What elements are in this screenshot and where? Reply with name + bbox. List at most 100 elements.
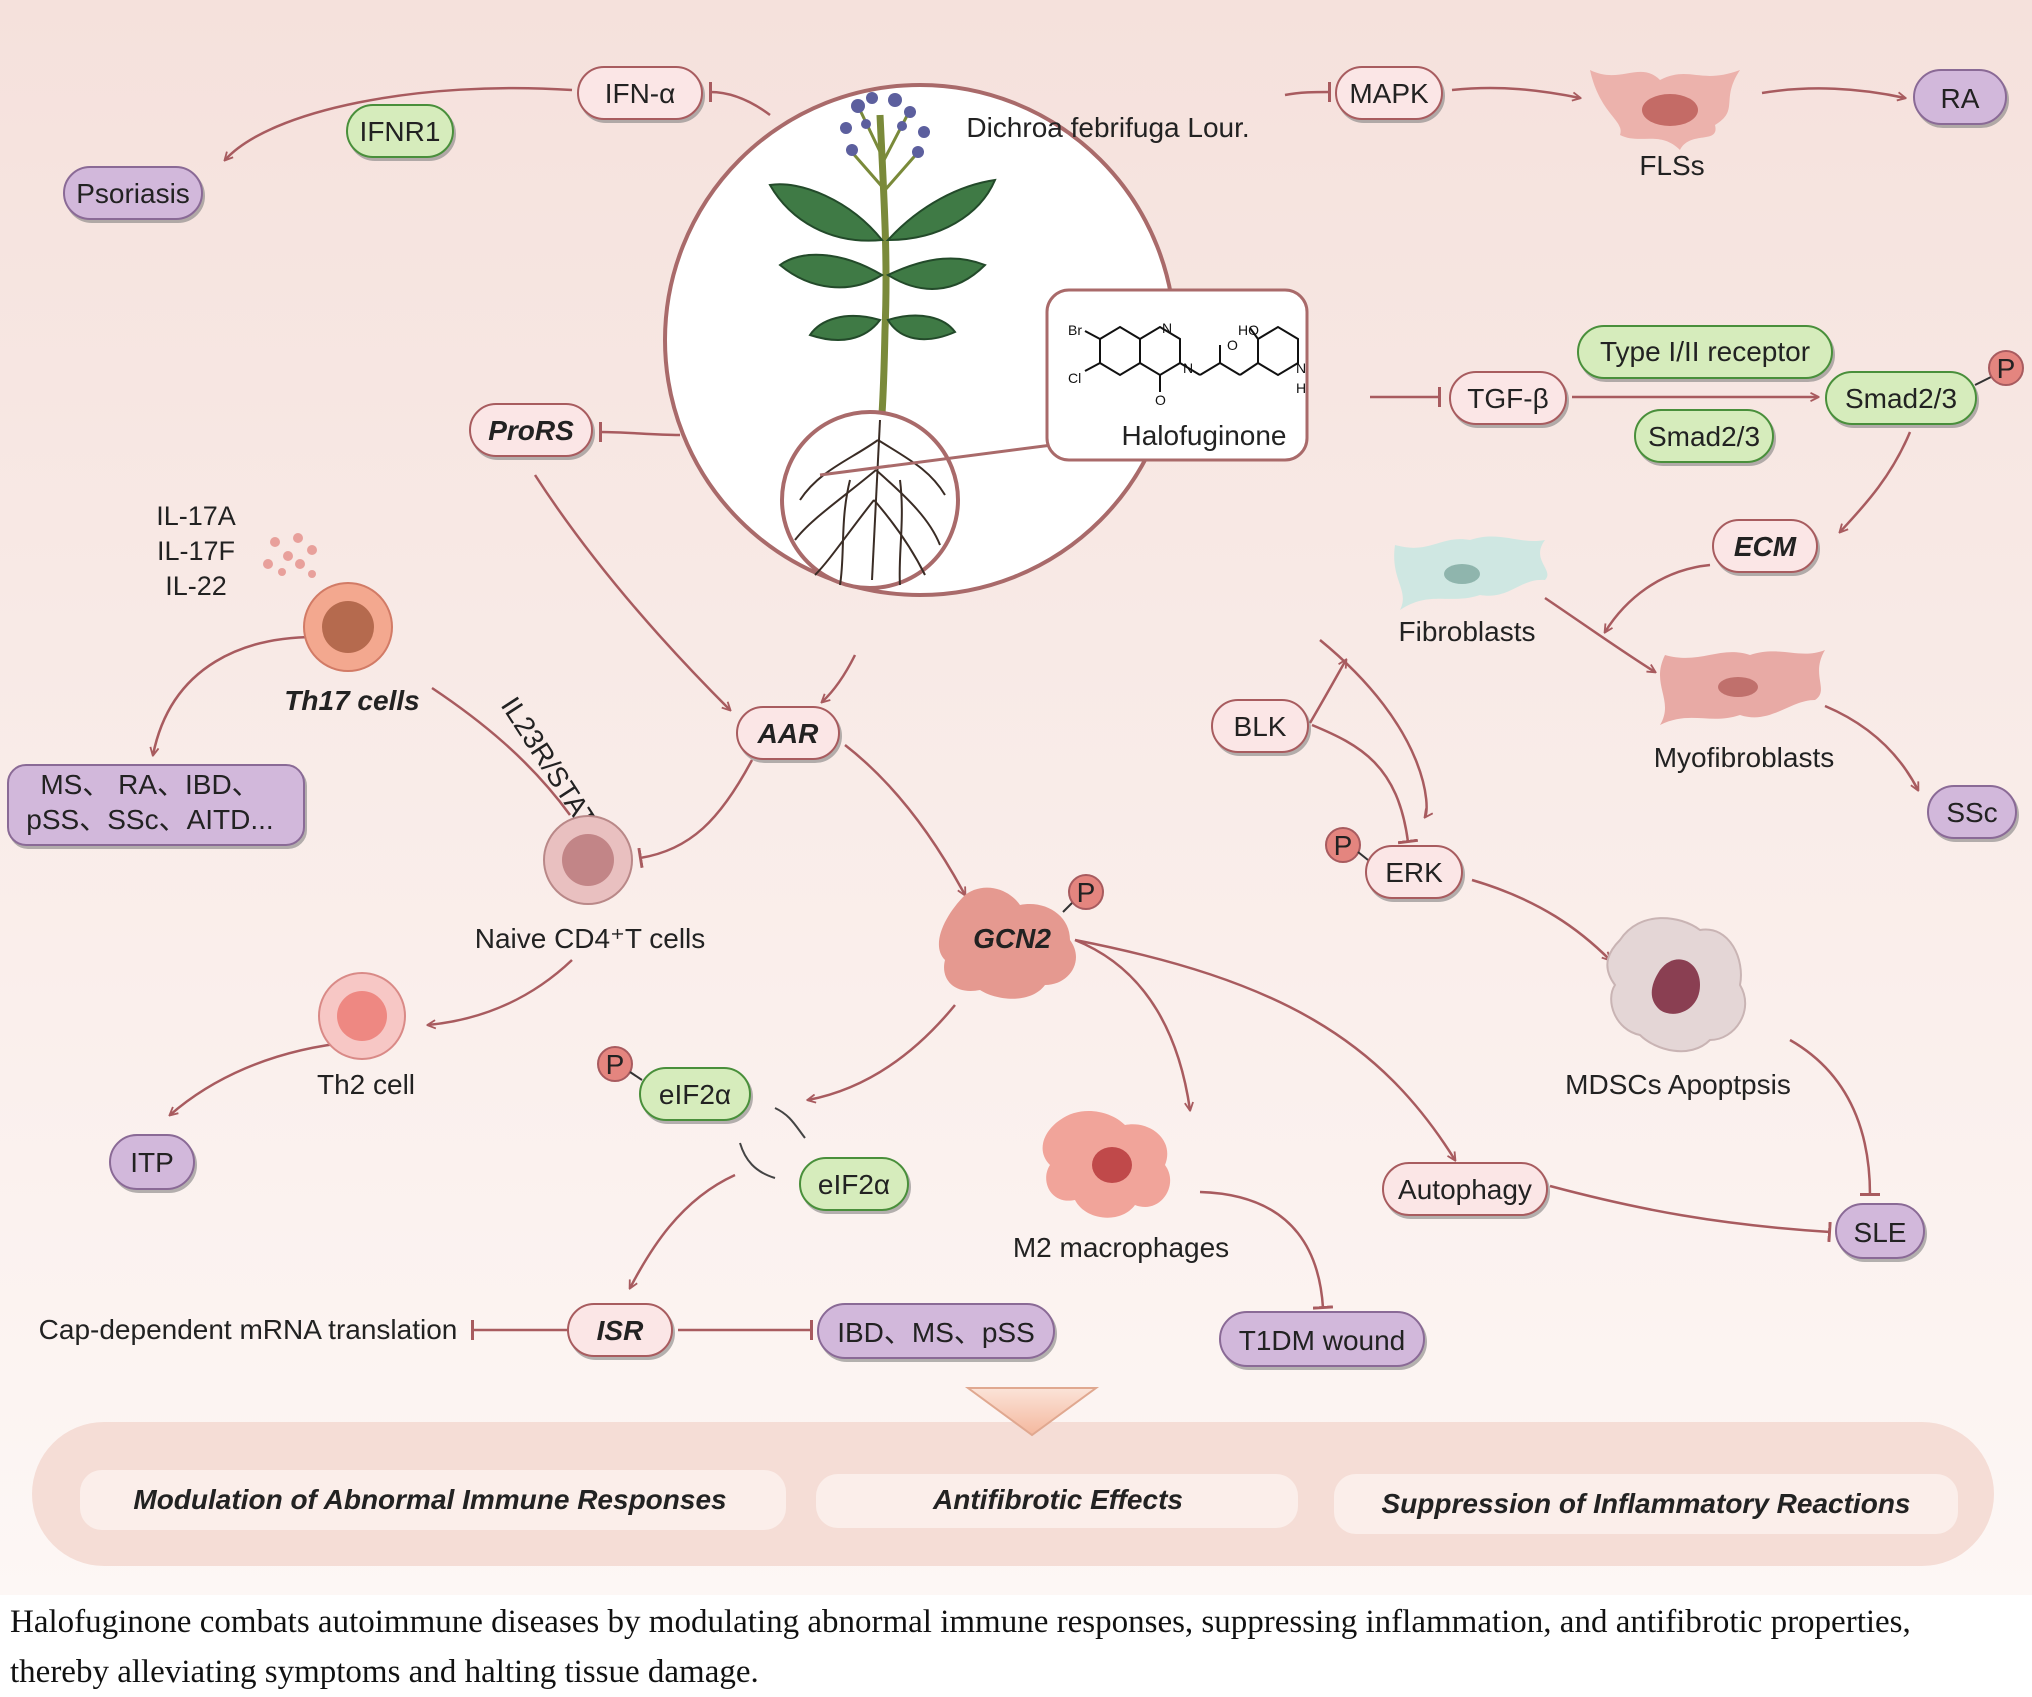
phospho-smad-icon: P <box>1988 350 2024 386</box>
svg-text:Psoriasis: Psoriasis <box>76 178 190 209</box>
node-type-receptor: Type I/II receptor <box>1577 325 1833 379</box>
node-pro-rs: ProRS <box>469 403 593 457</box>
fibroblast-cell-icon <box>1394 536 1548 610</box>
node-ssc: SSc <box>1927 785 2017 839</box>
mol-br: Br <box>1068 322 1082 338</box>
svg-text:ECM: ECM <box>1734 531 1797 562</box>
eif2a-cycle-arrows <box>739 1107 806 1179</box>
node-ra: RA <box>1913 69 2007 125</box>
diagram-canvas: Br Cl N N O O HO N H Halofuginone Dichro… <box>0 0 2032 1595</box>
connectors <box>153 81 1918 1340</box>
label-mdscs: MDSCs Apoptpsis <box>1565 1069 1791 1100</box>
roots-circle <box>780 410 960 590</box>
label-m2: M2 macrophages <box>1013 1232 1229 1263</box>
connector-line <box>819 443 1053 477</box>
molecule-structure <box>1084 325 1299 392</box>
svg-text:SLE: SLE <box>1854 1217 1907 1248</box>
node-mapk: MAPK <box>1335 66 1443 120</box>
svg-text:pSS、SSc、AITD...: pSS、SSc、AITD... <box>26 804 273 835</box>
label-th2: Th2 cell <box>317 1069 415 1100</box>
node-smad-bottom: Smad2/3 <box>1634 409 1774 463</box>
cytokine-dots-icon <box>263 533 317 578</box>
svg-text:Type I/II receptor: Type I/II receptor <box>1600 336 1810 367</box>
svg-text:T1DM wound: T1DM wound <box>1239 1325 1406 1356</box>
svg-text:IFNR1: IFNR1 <box>360 116 441 147</box>
svg-text:Modulation of Abnormal Immune: Modulation of Abnormal Immune Responses <box>133 1484 726 1515</box>
eif-phospho-link <box>629 1071 643 1081</box>
svg-text:P: P <box>606 1049 625 1080</box>
svg-text:ERK: ERK <box>1385 857 1443 888</box>
svg-text:P: P <box>1077 877 1096 908</box>
m2-macrophage-icon <box>1042 1110 1171 1218</box>
phospho-eif-icon: P <box>597 1046 633 1082</box>
svg-text:MS、 RA、IBD、: MS、 RA、IBD、 <box>40 769 259 800</box>
node-ecm: ECM <box>1712 519 1818 573</box>
svg-text:BLK: BLK <box>1234 711 1287 742</box>
naive-cd4-cell-icon <box>543 815 633 905</box>
mdsc-cell-icon <box>1606 917 1747 1053</box>
node-itp: ITP <box>109 1134 195 1190</box>
label-cap-translation: Cap-dependent mRNA translation <box>39 1314 458 1345</box>
svg-text:SSc: SSc <box>1946 797 1997 828</box>
node-erk: ERK <box>1365 845 1463 899</box>
label-th17: Th17 cells <box>284 685 419 716</box>
th17-cell-icon <box>303 582 393 672</box>
svg-text:ITP: ITP <box>130 1147 174 1178</box>
svg-text:ISR: ISR <box>597 1315 644 1346</box>
label-fibroblasts: Fibroblasts <box>1399 616 1536 647</box>
phospho-gcn2-icon: P <box>1068 874 1104 910</box>
mol-n2: N <box>1183 360 1193 376</box>
compound-name: Halofuginone <box>1121 420 1286 451</box>
node-autophagy: Autophagy <box>1382 1162 1548 1216</box>
label-gcn2: GCN2 <box>973 923 1051 954</box>
label-il17a: IL-17A <box>156 501 236 531</box>
node-t1dm-wound: T1DM wound <box>1219 1311 1425 1367</box>
myofibroblast-cell-icon <box>1660 650 1825 725</box>
node-sle: SLE <box>1835 1203 1925 1259</box>
node-ifnr1: IFNR1 <box>346 104 454 158</box>
svg-text:RA: RA <box>1941 83 1980 114</box>
label-naive-cd4: Naive CD4⁺T cells <box>475 923 706 954</box>
node-aar: AAR <box>736 706 840 760</box>
svg-text:Antifibrotic Effects: Antifibrotic Effects <box>932 1484 1183 1515</box>
svg-text:Smad2/3: Smad2/3 <box>1845 383 1957 414</box>
mol-nh-h: H <box>1296 380 1306 396</box>
mol-nh-n: N <box>1296 360 1306 376</box>
label-il22: IL-22 <box>165 571 227 601</box>
fls-cell-icon <box>1590 70 1740 150</box>
phospho-erk-icon: P <box>1325 827 1361 863</box>
svg-text:MAPK: MAPK <box>1349 78 1429 109</box>
down-arrow-icon <box>964 1387 1100 1437</box>
plant-illustration <box>768 92 997 441</box>
svg-text:AAR: AAR <box>757 718 819 749</box>
node-ibd-ms-pss: IBD、MS、pSS <box>817 1303 1055 1359</box>
label-flss: FLSs <box>1639 150 1704 181</box>
gcn2-blob-icon <box>938 887 1076 999</box>
label-il17f: IL-17F <box>157 536 235 566</box>
node-psoriasis: Psoriasis <box>63 166 203 220</box>
node-blk: BLK <box>1211 699 1309 753</box>
plant-name: Dichroa febrifuga Lour. <box>966 112 1249 143</box>
figure-caption: Halofuginone combats autoimmune diseases… <box>10 1604 1911 1690</box>
svg-text:eIF2α: eIF2α <box>818 1169 890 1200</box>
node-tgf-beta: TGF-β <box>1449 371 1567 425</box>
svg-text:TGF-β: TGF-β <box>1467 383 1548 414</box>
svg-text:IBD、MS、pSS: IBD、MS、pSS <box>837 1317 1035 1348</box>
effect-pill-immune: Modulation of Abnormal Immune Responses <box>80 1470 786 1530</box>
mol-cl: Cl <box>1068 370 1081 386</box>
effect-pill-inflammation: Suppression of Inflammatory Reactions <box>1334 1474 1958 1534</box>
mol-ho: HO <box>1238 322 1259 338</box>
node-ifn-alpha: IFN-α <box>577 66 703 120</box>
svg-text:P: P <box>1997 353 2016 384</box>
mol-o2: O <box>1227 337 1238 353</box>
label-myofibroblasts: Myofibroblasts <box>1654 742 1835 773</box>
erk-phospho-link <box>1357 851 1369 861</box>
svg-text:P: P <box>1334 830 1353 861</box>
mol-o1: O <box>1155 392 1166 408</box>
svg-text:Smad2/3: Smad2/3 <box>1648 421 1760 452</box>
th2-cell-icon <box>318 972 406 1060</box>
node-smad-top: Smad2/3 <box>1825 371 1977 425</box>
svg-text:Suppression of Inflammatory Re: Suppression of Inflammatory Reactions <box>1382 1488 1911 1519</box>
effect-pill-antifibrotic: Antifibrotic Effects <box>816 1474 1298 1528</box>
